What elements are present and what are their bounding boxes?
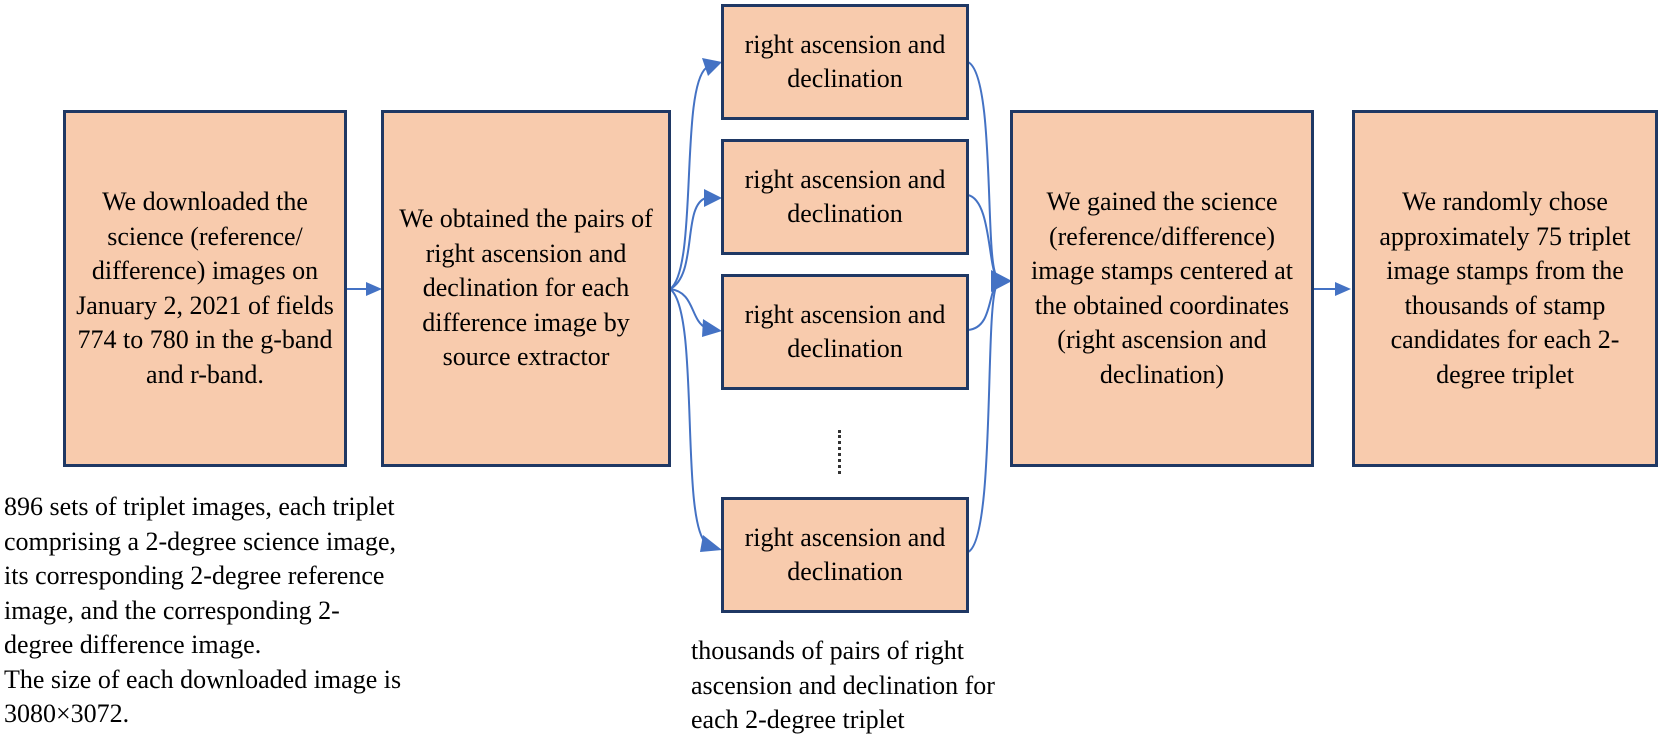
arrow-obtain-to-coord-1 xyxy=(669,67,707,290)
coordinate-box-2-text: right ascension and declination xyxy=(744,164,946,229)
triplet-sets-note: 896 sets of triplet images, each triplet… xyxy=(4,492,402,728)
arrowhead-obtain-to-coord-1 xyxy=(702,58,722,76)
arrow-obtain-to-coord-2 xyxy=(669,197,707,290)
arrowhead-download-to-obtain xyxy=(366,282,382,296)
coordinate-box-1: right ascension and declination xyxy=(721,4,969,120)
arrow-obtain-to-coord-3 xyxy=(669,288,707,329)
coordinate-box-2: right ascension and declination xyxy=(721,139,969,255)
gain-stamps-text: We gained the science (reference/differe… xyxy=(1030,187,1294,389)
arrow-coord-1-to-gain xyxy=(967,61,997,276)
arrowhead-obtain-to-coord-4 xyxy=(700,535,722,552)
download-step-box: We downloaded the science (reference/ di… xyxy=(63,110,347,467)
arrow-coord-4-to-gain xyxy=(967,286,997,553)
choose-stamps-box: We randomly chose approximately 75 tripl… xyxy=(1352,110,1658,467)
thousands-pairs-note: thousands of pairs of right ascension an… xyxy=(691,636,995,734)
arrowhead-gain-to-choose xyxy=(1335,282,1351,296)
coordinate-box-4-text: right ascension and declination xyxy=(744,522,946,587)
gain-stamps-box: We gained the science (reference/differe… xyxy=(1010,110,1314,467)
ellipsis-dots xyxy=(838,430,845,474)
coordinate-box-3: right ascension and declination xyxy=(721,274,969,390)
arrowhead-obtain-to-coord-2 xyxy=(704,189,722,207)
choose-stamps-text: We randomly chose approximately 75 tripl… xyxy=(1379,187,1631,389)
arrowhead-obtain-to-coord-3 xyxy=(702,319,722,337)
arrow-obtain-to-coord-4 xyxy=(669,288,707,544)
obtain-coordinates-text: We obtained the pairs of right ascension… xyxy=(399,204,653,372)
arrow-coord-2-to-gain xyxy=(967,194,997,278)
coordinate-box-3-text: right ascension and declination xyxy=(744,299,946,364)
arrowhead-into-gain xyxy=(991,270,1012,292)
download-step-text: We downloaded the science (reference/ di… xyxy=(76,187,334,389)
obtain-coordinates-box: We obtained the pairs of right ascension… xyxy=(381,110,671,467)
coordinate-box-1-text: right ascension and declination xyxy=(744,29,946,94)
coordinate-box-4: right ascension and declination xyxy=(721,497,969,613)
